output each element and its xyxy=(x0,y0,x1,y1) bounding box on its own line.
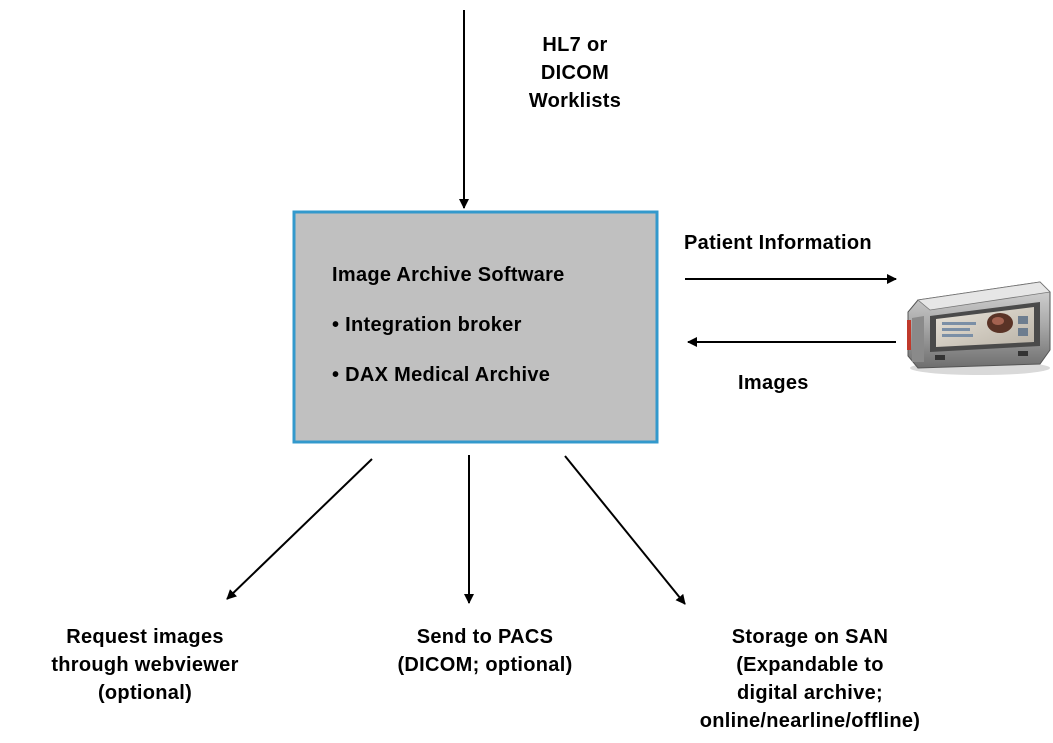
san-output-line: online/nearline/offline) xyxy=(699,710,921,732)
ultrasound-capture-device-icon xyxy=(907,281,1051,375)
archive-box-title: Image Archive Software xyxy=(332,264,565,286)
archive-box-item: • Integration broker xyxy=(332,314,522,336)
webviewer-output-line: (optional) xyxy=(97,682,193,704)
pacs-output-label: Send to PACS (DICOM; optional) xyxy=(360,623,610,679)
archive-software-box xyxy=(292,210,659,444)
patient-info-label: Patient Information xyxy=(684,232,872,254)
pacs-output-line: Send to PACS xyxy=(416,626,554,648)
webviewer-output-line: Request images xyxy=(66,626,224,648)
archive-box-item: • DAX Medical Archive xyxy=(332,364,551,386)
webviewer-output-line: through webviewer xyxy=(51,654,239,676)
san-output-line: digital archive; xyxy=(737,682,883,704)
webviewer-arrow xyxy=(226,458,373,600)
worklist-label-line: Worklists xyxy=(528,90,622,112)
worklist-label-line: HL7 or xyxy=(542,34,608,56)
san-arrow xyxy=(564,455,686,605)
worklist-label-line: DICOM xyxy=(540,62,610,84)
san-output-line: Storage on SAN xyxy=(731,626,889,648)
pacs-output-line: (DICOM; optional) xyxy=(397,654,573,676)
images-label: Images xyxy=(738,372,809,394)
san-output-line: (Expandable to xyxy=(736,654,884,676)
san-output-label: Storage on SAN (Expandable to digital ar… xyxy=(660,623,960,735)
worklist-label: HL7 or DICOM Worklists xyxy=(500,31,650,115)
webviewer-output-label: Request images through webviewer (option… xyxy=(0,623,290,707)
